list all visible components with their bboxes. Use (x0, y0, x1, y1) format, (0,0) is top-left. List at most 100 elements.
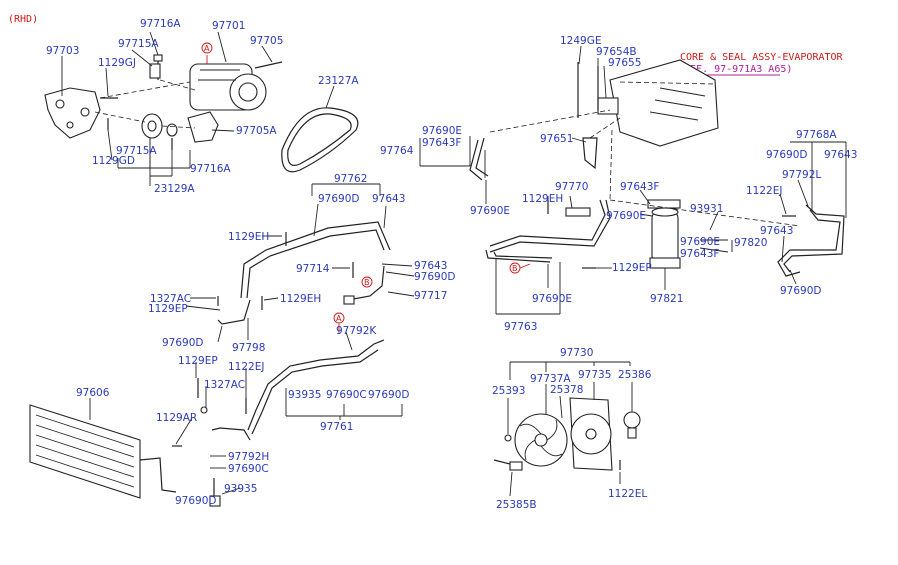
label-97715A-lower[interactable]: 97715A (116, 145, 157, 157)
label-1249GE[interactable]: 1249GE (560, 35, 602, 47)
label-97643-c[interactable]: 97643 (824, 149, 857, 161)
label-93935[interactable]: 93935 (288, 389, 321, 401)
label-97761[interactable]: 97761 (320, 421, 353, 433)
label-25393[interactable]: 25393 (492, 385, 525, 397)
condenser-97606[interactable] (29, 404, 182, 499)
label-97690D[interactable]: 97690D (318, 193, 360, 205)
condenser-core[interactable] (29, 404, 141, 499)
label-1129AR[interactable]: 1129AR (156, 412, 197, 424)
label-1129EH-b[interactable]: 1129EH (280, 293, 321, 305)
label-97690E-d[interactable]: 97690E (680, 236, 720, 248)
label-93935-b[interactable]: 93935 (224, 483, 257, 495)
pipe-97761[interactable] (247, 339, 385, 431)
label-97651[interactable]: 97651 (540, 133, 573, 145)
pipe-97770[interactable] (489, 199, 606, 247)
label-97798[interactable]: 97798 (232, 342, 265, 354)
label-1129GD[interactable]: 1129GD (92, 155, 135, 167)
label-97690D-b[interactable]: 97690D (414, 271, 456, 283)
label-97690D-d[interactable]: 97690D (368, 389, 410, 401)
hose-97762[interactable] (246, 229, 385, 299)
label-97690E-b[interactable]: 97690E (470, 205, 510, 217)
nut-97715A[interactable] (149, 63, 161, 79)
label-97643F-c[interactable]: 97643F (680, 248, 719, 260)
compressor-bracket[interactable] (44, 87, 101, 139)
pipe-97768A[interactable] (777, 209, 841, 277)
label-97716A-lower[interactable]: 97716A (190, 163, 231, 175)
label-97730[interactable]: 97730 (560, 347, 593, 359)
pulley-washer[interactable] (166, 123, 178, 137)
label-97820[interactable]: 97820 (734, 237, 767, 249)
label-1122EJ-b[interactable]: 1122EJ (746, 185, 782, 197)
label-97735[interactable]: 97735 (578, 369, 611, 381)
drive-belt[interactable] (281, 107, 359, 173)
label-1327AC-b[interactable]: 1327AC (204, 379, 245, 391)
label-25386[interactable]: 25386 (618, 369, 652, 381)
pipe-97717[interactable] (347, 265, 385, 301)
label-97764[interactable]: 97764 (380, 145, 414, 157)
bolt-97705[interactable] (254, 61, 283, 69)
label-25378[interactable]: 25378 (550, 384, 583, 396)
label-97714[interactable]: 97714 (296, 263, 330, 275)
label-1129EH-c[interactable]: 1129EH (522, 193, 563, 205)
label-97715A[interactable]: 97715A (118, 38, 159, 50)
label-97643F-b[interactable]: 97643F (620, 181, 659, 193)
nut-25393[interactable] (504, 434, 512, 442)
label-97643-d[interactable]: 97643 (760, 225, 793, 237)
label-1327AC[interactable]: 1327AC (150, 293, 191, 305)
label-97643F[interactable]: 97643F (422, 137, 461, 149)
pipe-97792H[interactable] (211, 427, 251, 441)
label-97643[interactable]: 97643 (372, 193, 405, 205)
label-1129EP[interactable]: 1129EP (148, 303, 188, 315)
label-97763[interactable]: 97763 (504, 321, 537, 333)
label-97643-b[interactable]: 97643 (414, 260, 447, 272)
label-97655[interactable]: 97655 (608, 57, 641, 69)
hose-97651[interactable] (582, 137, 598, 170)
label-1122EL[interactable]: 1122EL (608, 488, 647, 500)
label-1122EJ[interactable]: 1122EJ (228, 361, 264, 373)
label-97690D-c[interactable]: 97690D (162, 337, 204, 349)
label-93931[interactable]: 93931 (690, 203, 723, 215)
drier-bracket[interactable] (649, 257, 681, 269)
label-97703[interactable]: 97703 (46, 45, 79, 57)
receiver-drier[interactable] (651, 211, 679, 263)
label-97762[interactable]: 97762 (334, 173, 367, 185)
label-97792H[interactable]: 97792H (228, 451, 269, 463)
label-97701[interactable]: 97701 (212, 20, 245, 32)
label-97690C[interactable]: 97690C (326, 389, 367, 401)
bracket-1129EH[interactable] (565, 207, 591, 217)
label-97606[interactable]: 97606 (76, 387, 110, 399)
label-97716A[interactable]: 97716A (140, 18, 181, 30)
label-23129A[interactable]: 23129A (154, 183, 195, 195)
label-1129GJ[interactable]: 1129GJ (98, 57, 136, 69)
label-97705A[interactable]: 97705A (236, 125, 277, 137)
pipe-97763[interactable] (485, 249, 551, 263)
label-97690E-c[interactable]: 97690E (606, 210, 646, 222)
label-97717[interactable]: 97717 (414, 290, 447, 302)
idler-bracket[interactable] (187, 111, 219, 143)
connector-25385B[interactable] (509, 461, 523, 471)
label-97690D-f[interactable]: 97690D (766, 149, 808, 161)
pipe-97764[interactable] (469, 139, 483, 181)
label-97821[interactable]: 97821 (650, 293, 683, 305)
label-1129EP-b[interactable]: 1129EP (178, 355, 218, 367)
label-97690C-b[interactable]: 97690C (228, 463, 269, 475)
label-23127A[interactable]: 23127A (318, 75, 359, 87)
label-25385B[interactable]: 25385B (496, 499, 537, 511)
label-97654B[interactable]: 97654B (596, 46, 637, 58)
label-97690E[interactable]: 97690E (422, 125, 462, 137)
pipe-97798[interactable] (217, 299, 251, 325)
label-97705[interactable]: 97705 (250, 35, 283, 47)
label-97768A[interactable]: 97768A (796, 129, 837, 141)
label-97792L[interactable]: 97792L (782, 169, 821, 181)
evaporator-core[interactable] (609, 59, 719, 147)
label-97792K[interactable]: 97792K (336, 325, 377, 337)
label-97737A[interactable]: 97737A (530, 373, 571, 385)
label-97690D-g[interactable]: 97690D (780, 285, 822, 297)
label-97690D-e[interactable]: 97690D (175, 495, 217, 507)
fan-motor[interactable] (623, 411, 641, 429)
nut-1327AC[interactable] (200, 406, 208, 414)
label-1129EH[interactable]: 1129EH (228, 231, 269, 243)
label-1129EP-c[interactable]: 1129EP (612, 262, 652, 274)
label-97690E-e[interactable]: 97690E (532, 293, 572, 305)
label-97770[interactable]: 97770 (555, 181, 588, 193)
